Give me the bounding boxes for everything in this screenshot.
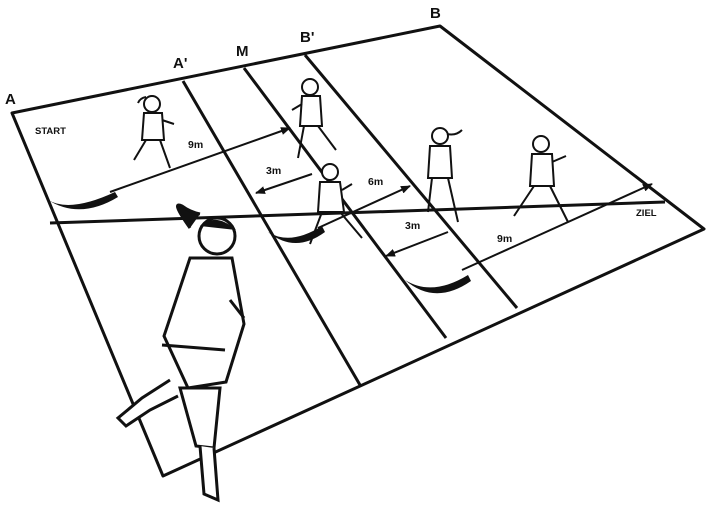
distance-label-leg1: 9m bbox=[188, 139, 203, 151]
turn-wedge-2 bbox=[405, 275, 471, 293]
corner-label-a: A bbox=[5, 91, 16, 108]
arrow-leg2 bbox=[256, 174, 312, 193]
runner-5-icon bbox=[514, 136, 568, 222]
runner-2-icon bbox=[292, 79, 336, 158]
arrow-leg1 bbox=[110, 128, 290, 192]
distance-label-leg5: 9m bbox=[497, 233, 512, 245]
start-wedge bbox=[48, 192, 118, 209]
court-field bbox=[12, 26, 704, 476]
corner-label-b: B bbox=[430, 5, 441, 22]
finish-label: ZIEL bbox=[636, 208, 657, 219]
distance-label-leg4: 3m bbox=[405, 220, 420, 232]
distance-label-leg3: 6m bbox=[368, 176, 383, 188]
court-outline bbox=[12, 26, 704, 476]
turn-markers bbox=[48, 192, 471, 293]
line-m bbox=[244, 68, 446, 338]
start-label: START bbox=[35, 126, 66, 137]
arrow-leg5 bbox=[462, 184, 652, 270]
corner-label-m: M bbox=[236, 43, 249, 60]
distance-label-leg2: 3m bbox=[266, 165, 281, 177]
runner-1-icon bbox=[134, 96, 174, 168]
arrow-leg4 bbox=[386, 232, 448, 256]
runner-6-icon bbox=[118, 205, 244, 500]
corner-label-a-prime: A' bbox=[173, 55, 187, 72]
corner-label-b-prime: B' bbox=[300, 29, 314, 46]
